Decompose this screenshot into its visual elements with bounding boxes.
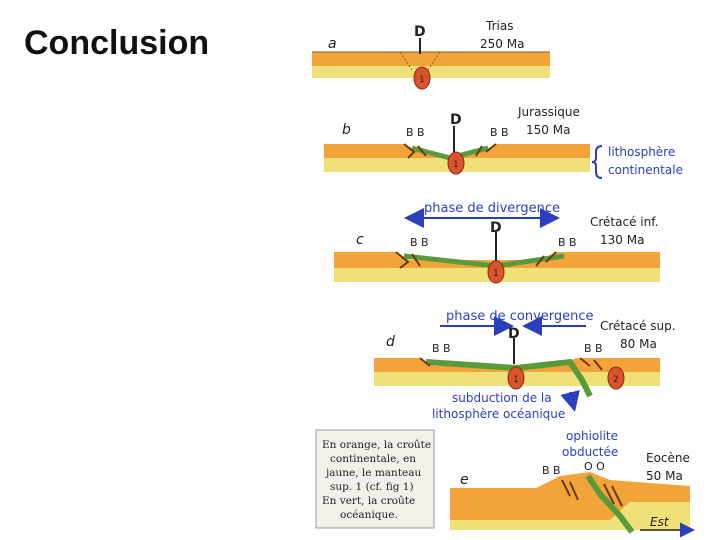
mantle-plume-1 <box>447 151 465 175</box>
subduction-label: subduction de la <box>452 391 552 405</box>
bb-left-label: B B <box>432 342 451 355</box>
age-cretace-sup: Crétacé sup. <box>600 319 676 333</box>
panel-letter-e: e <box>460 472 469 488</box>
lithosphere-label: lithosphère <box>608 145 675 159</box>
panel-letter-d: d <box>386 334 395 350</box>
age-ma-e: 50 Ma <box>646 469 683 483</box>
age-jurassique: Jurassique <box>517 105 580 119</box>
ophiolite-label: ophiolite <box>566 429 618 443</box>
obductee-label: obductée <box>562 445 618 459</box>
panel-d: phase de convergence Crétacé sup. 80 Ma … <box>374 309 676 421</box>
continental-crust <box>312 52 550 66</box>
legend-line-2: continentale, en <box>330 453 416 465</box>
phase-divergence: phase de divergence <box>424 201 560 216</box>
mantle-plume-1 <box>413 66 431 90</box>
bb-right-label: B B <box>558 236 577 249</box>
age-ma-c: 130 Ma <box>600 233 644 247</box>
age-trias: Trias <box>485 19 513 33</box>
phase-convergence: phase de convergence <box>446 309 594 324</box>
plume-1-label: 1 <box>513 375 519 385</box>
upper-mantle <box>450 502 690 530</box>
panel-b: 1 b D B B B B Jurassique 150 Ma lithosph… <box>324 105 683 179</box>
legend-line-5: En vert, la croûte <box>322 495 415 507</box>
plume-label: 1 <box>419 75 425 85</box>
bb-right-label: B B <box>490 126 509 139</box>
plume-label: 1 <box>493 269 499 279</box>
ridge-label: D <box>508 326 520 342</box>
panel-letter-b: b <box>342 122 351 138</box>
legend-box: En orange, la croûte continentale, en ja… <box>315 429 435 529</box>
age-eocene: Eocène <box>646 451 690 465</box>
mantle-plume-1 <box>487 260 505 284</box>
panel-e: ophiolite obductée O O B B Eocène 50 Ma … <box>450 429 695 538</box>
brace <box>591 145 603 179</box>
panel-a: 1 a D Trias 250 Ma <box>312 19 550 90</box>
plume-label: 1 <box>453 160 459 170</box>
mantle-plume-1 <box>507 366 525 390</box>
age-ma-b: 150 Ma <box>526 123 570 137</box>
legend-line-3: jaune, le manteau <box>324 467 422 479</box>
panel-c: phase de divergence Crétacé inf. 130 Ma … <box>334 201 660 284</box>
east-label: Est <box>650 515 670 529</box>
ridge-label: D <box>450 112 462 128</box>
plume-2-label: 2 <box>613 375 619 385</box>
panel-letter-c: c <box>356 232 364 248</box>
subducting-oceanic-crust <box>425 358 593 398</box>
slide-title: Conclusion <box>24 24 210 62</box>
geodynamic-diagram: 1 a D Trias 250 Ma 1 b D B B B B Jurassi… <box>312 19 695 538</box>
legend-line-6: océanique. <box>340 509 398 521</box>
ridge-label: D <box>490 220 502 236</box>
mantle-plume-2 <box>607 366 625 390</box>
continental-label: continentale <box>608 163 683 177</box>
age-ma-a: 250 Ma <box>480 37 524 51</box>
ridge-label: D <box>414 24 426 40</box>
legend-line-4: sup. 1 (cf. fig 1) <box>330 481 414 493</box>
oo-label: O O <box>584 460 605 473</box>
age-ma-d: 80 Ma <box>620 337 657 351</box>
panel-letter-a: a <box>328 36 337 52</box>
legend-line-1: En orange, la croûte <box>322 439 431 451</box>
bb-right-label: B B <box>584 342 603 355</box>
continental-crust <box>324 144 590 158</box>
bb-label: B B <box>542 464 561 477</box>
bb-left-label: B B <box>406 126 425 139</box>
upper-mantle <box>312 66 550 78</box>
age-cretace-inf: Crétacé inf. <box>590 215 658 229</box>
bb-left-label: B B <box>410 236 429 249</box>
continental-crust <box>374 358 660 372</box>
oceanic-lithosphere-label: lithosphère océanique <box>432 407 565 421</box>
oceanic-crust <box>585 474 635 534</box>
